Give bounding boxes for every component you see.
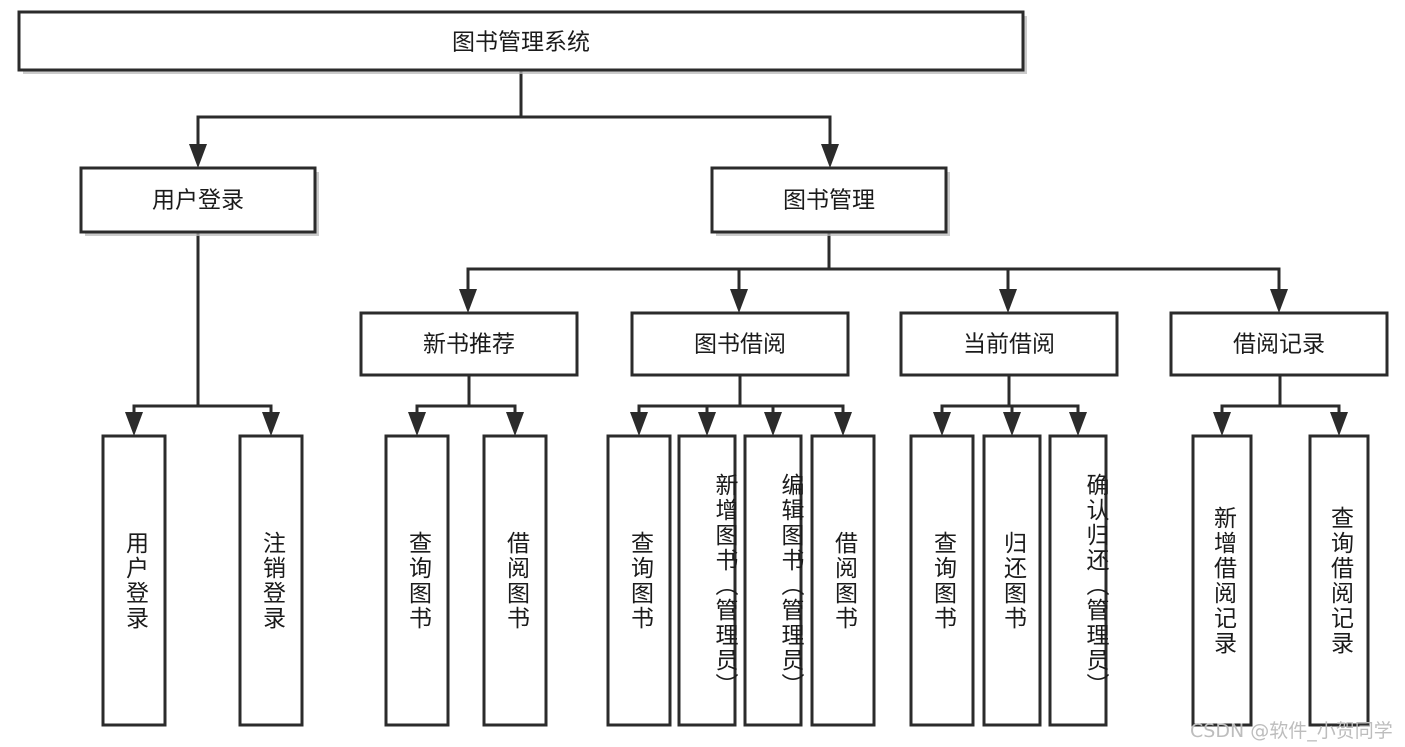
node-leaf-query-book-2-box[interactable] [606,434,672,727]
arrowhead-leaf-confirm-return [1069,412,1087,436]
arrowhead-book-borrow [730,289,748,313]
arrowhead-user-login [189,144,207,168]
node-book-manage[interactable]: 图书管理 [710,166,950,236]
node-leaf-borrow-book-1-box[interactable] [482,434,548,727]
csdn-watermark: CSDN @软件_小贺同学 [1190,720,1393,742]
node-leaf-borrow-book-2-box[interactable] [810,434,876,727]
arrowhead-current-borrow [999,289,1017,313]
node-current-borrow[interactable]: 当前借阅 [899,311,1119,377]
node-user-login-label: 用户登录 [152,188,244,214]
node-new-book-recommend-box[interactable] [359,311,579,377]
arrowhead-leaf-add-record [1213,412,1231,436]
arrowhead-leaf-query-book-1 [408,412,426,436]
node-book-borrow[interactable]: 图书借阅 [630,311,850,377]
arrowhead-borrow-record [1270,289,1288,313]
node-new-book-recommend[interactable]: 新书推荐 [359,311,579,377]
arrowhead-leaf-return-book [1003,412,1021,436]
node-root[interactable]: 图书管理系统 [17,10,1027,74]
arrowhead-leaf-edit-book [764,412,782,436]
node-user-login-box[interactable] [79,166,317,234]
node-book-manage-label: 图书管理 [783,188,875,214]
arrowhead-leaf-add-book [698,412,716,436]
arrowhead-leaf-query-record [1330,412,1348,436]
node-leaf-return-book-box[interactable] [982,434,1042,727]
arrowhead-leaf-user-login [125,412,143,436]
node-leaf-query-book-1-box[interactable] [384,434,450,727]
node-root-label: 图书管理系统 [452,30,590,56]
node-leaf-add-book-box[interactable] [677,434,737,727]
node-leaf-user-login-box[interactable] [101,434,167,727]
node-leaf-edit-book-box[interactable] [743,434,803,727]
arrowhead-new-book-recommend [459,289,477,313]
node-book-borrow-label: 图书借阅 [694,332,786,358]
node-book-borrow-box[interactable] [630,311,850,377]
node-leaf-confirm-return-box[interactable] [1048,434,1108,727]
node-current-borrow-label: 当前借阅 [963,332,1055,358]
arrowhead-book-manage [821,144,839,168]
arrowhead-leaf-query-book-3 [933,412,951,436]
leaf-node-boxes [101,434,1370,727]
node-borrow-record-box[interactable] [1169,311,1389,377]
arrowhead-leaf-borrow-book-2 [834,412,852,436]
node-current-borrow-box[interactable] [899,311,1119,377]
node-leaf-query-book-3-box[interactable] [909,434,975,727]
node-book-manage-box[interactable] [710,166,948,234]
node-borrow-record-label: 借阅记录 [1233,332,1325,358]
node-user-login[interactable]: 用户登录 [79,166,319,236]
node-borrow-record[interactable]: 借阅记录 [1169,311,1389,377]
node-leaf-logout-box[interactable] [238,434,304,727]
node-new-book-recommend-label: 新书推荐 [423,332,515,358]
arrowhead-leaf-borrow-book-1 [506,412,524,436]
arrowhead-leaf-query-book-2 [630,412,648,436]
node-leaf-add-record-box[interactable] [1191,434,1253,727]
node-root-box[interactable] [17,10,1025,72]
node-leaf-query-record-box[interactable] [1308,434,1370,727]
arrowhead-leaf-logout [262,412,280,436]
connector-lines [125,68,1348,436]
